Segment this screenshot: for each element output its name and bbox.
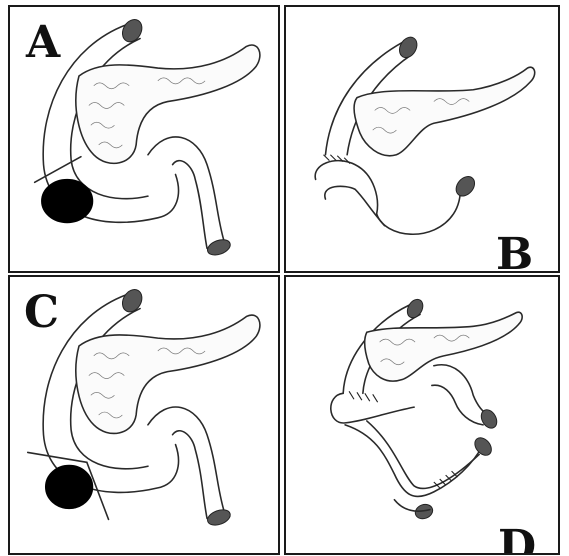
pancreas xyxy=(76,45,260,163)
pancreas xyxy=(365,312,522,381)
duodenum-remnant-lumen xyxy=(396,34,420,61)
jejunum-outer xyxy=(148,137,225,244)
duodenum-proximal-lumen xyxy=(404,297,426,321)
tumor-mass xyxy=(42,179,93,222)
tumor-mass xyxy=(45,465,92,508)
panel-c: C xyxy=(8,275,280,555)
jejunum-distal-lumen xyxy=(205,507,232,528)
jejunum-upper-outer xyxy=(434,365,489,415)
resection-line-upper xyxy=(28,452,87,462)
panel-label-c: C xyxy=(24,291,59,335)
jejunum-upper-inner xyxy=(432,385,483,425)
panel-d: D xyxy=(284,275,560,555)
duodenum-proximal-lumen xyxy=(119,16,146,45)
jejunum-inner xyxy=(173,161,207,249)
jejunum-outer xyxy=(148,407,225,514)
jejunum-lumen xyxy=(452,173,478,200)
panel-d-drawing xyxy=(286,277,558,553)
pancreas xyxy=(76,315,260,433)
panel-label-b: B xyxy=(496,233,533,273)
jejunal-loop-outer xyxy=(315,161,463,235)
jejunum-inner xyxy=(173,431,207,519)
duodenum-proximal-lumen xyxy=(119,286,146,315)
jejunum-lower-lumen-upper xyxy=(471,435,494,459)
jejunum-distal-lumen xyxy=(205,237,232,258)
panel-a: A xyxy=(8,5,280,273)
anastomosis-loop-outer xyxy=(331,393,414,423)
panel-label-a: A xyxy=(26,21,60,65)
panel-b: B xyxy=(284,5,560,273)
panel-label-d: D xyxy=(498,525,536,555)
